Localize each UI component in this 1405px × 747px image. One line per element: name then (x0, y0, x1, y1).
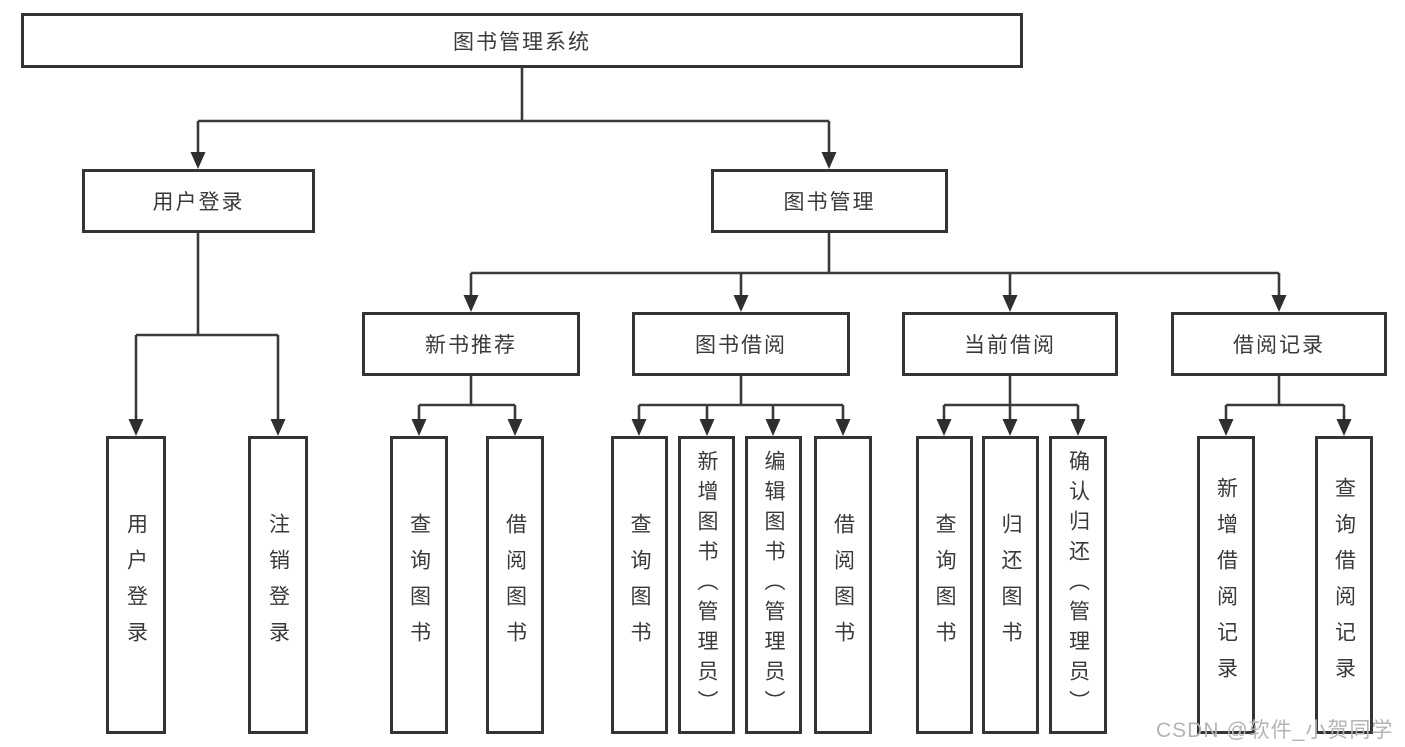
leaf-newbook-borrow-books-label: 借阅图书 (503, 513, 527, 657)
connector-book-borrow-leaves (631, 376, 851, 436)
leaf-borrow-add-books-admin: 新增图书（管理员） (678, 436, 735, 734)
node-book-management-label: 图书管理 (783, 191, 876, 214)
leaf-borrow-add-books-admin-label: 新增图书（管理员） (695, 450, 718, 720)
leaf-borrow-query-books: 查询图书 (611, 436, 668, 734)
leaf-record-query-borrow-record-label: 查询借阅记录 (1332, 477, 1356, 693)
connector-user-login-leaves (128, 233, 286, 436)
leaf-borrow-borrow-books: 借阅图书 (814, 436, 872, 734)
leaf-newbook-query-books: 查询图书 (390, 436, 448, 734)
leaf-current-query-books-label: 查询图书 (933, 513, 956, 657)
node-borrow-records: 借阅记录 (1171, 312, 1387, 376)
connector-root-branches (190, 68, 837, 169)
leaf-logout-login-label: 注销登录 (266, 513, 290, 657)
leaf-current-query-books: 查询图书 (916, 436, 973, 734)
node-new-book-recommend: 新书推荐 (362, 312, 580, 376)
node-book-borrow: 图书借阅 (632, 312, 850, 376)
node-new-book-recommend-label: 新书推荐 (425, 334, 517, 357)
node-root: 图书管理系统 (21, 13, 1023, 68)
leaf-current-return-books-label: 归还图书 (999, 513, 1022, 657)
leaf-user-login-label: 用户登录 (124, 513, 148, 657)
leaf-user-login: 用户登录 (106, 436, 166, 734)
leaf-logout-login: 注销登录 (248, 436, 308, 734)
connector-borrow-record-leaves (1218, 376, 1352, 436)
leaf-newbook-query-books-label: 查询图书 (407, 513, 431, 657)
connector-book-mgmt-sections (463, 233, 1287, 312)
node-borrow-records-label: 借阅记录 (1233, 334, 1325, 357)
csdn-watermark: CSDN @软件_小贺同学 (1156, 719, 1394, 742)
leaf-borrow-edit-books-admin-label: 编辑图书（管理员） (762, 450, 785, 720)
node-root-label: 图书管理系统 (453, 30, 591, 54)
node-user-login: 用户登录 (82, 169, 315, 233)
leaf-record-add-borrow-record-label: 新增借阅记录 (1214, 477, 1238, 693)
leaf-current-confirm-return-admin: 确认归还（管理员） (1049, 436, 1107, 734)
node-book-management: 图书管理 (711, 169, 948, 233)
connector-current-borrow-leaves (936, 376, 1086, 436)
leaf-record-add-borrow-record: 新增借阅记录 (1197, 436, 1255, 734)
leaf-newbook-borrow-books: 借阅图书 (486, 436, 544, 734)
node-current-borrow-label: 当前借阅 (964, 334, 1056, 357)
leaf-borrow-edit-books-admin: 编辑图书（管理员） (745, 436, 802, 734)
connector-new-book-leaves (411, 376, 523, 436)
node-book-borrow-label: 图书借阅 (695, 334, 787, 357)
leaf-current-return-books: 归还图书 (982, 436, 1039, 734)
node-current-borrow: 当前借阅 (902, 312, 1118, 376)
leaf-borrow-borrow-books-label: 借阅图书 (831, 513, 855, 657)
leaf-record-query-borrow-record: 查询借阅记录 (1315, 436, 1373, 734)
leaf-current-confirm-return-admin-label: 确认归还（管理员） (1066, 450, 1090, 720)
node-user-login-label: 用户登录 (152, 191, 245, 214)
leaf-borrow-query-books-label: 查询图书 (628, 513, 651, 657)
